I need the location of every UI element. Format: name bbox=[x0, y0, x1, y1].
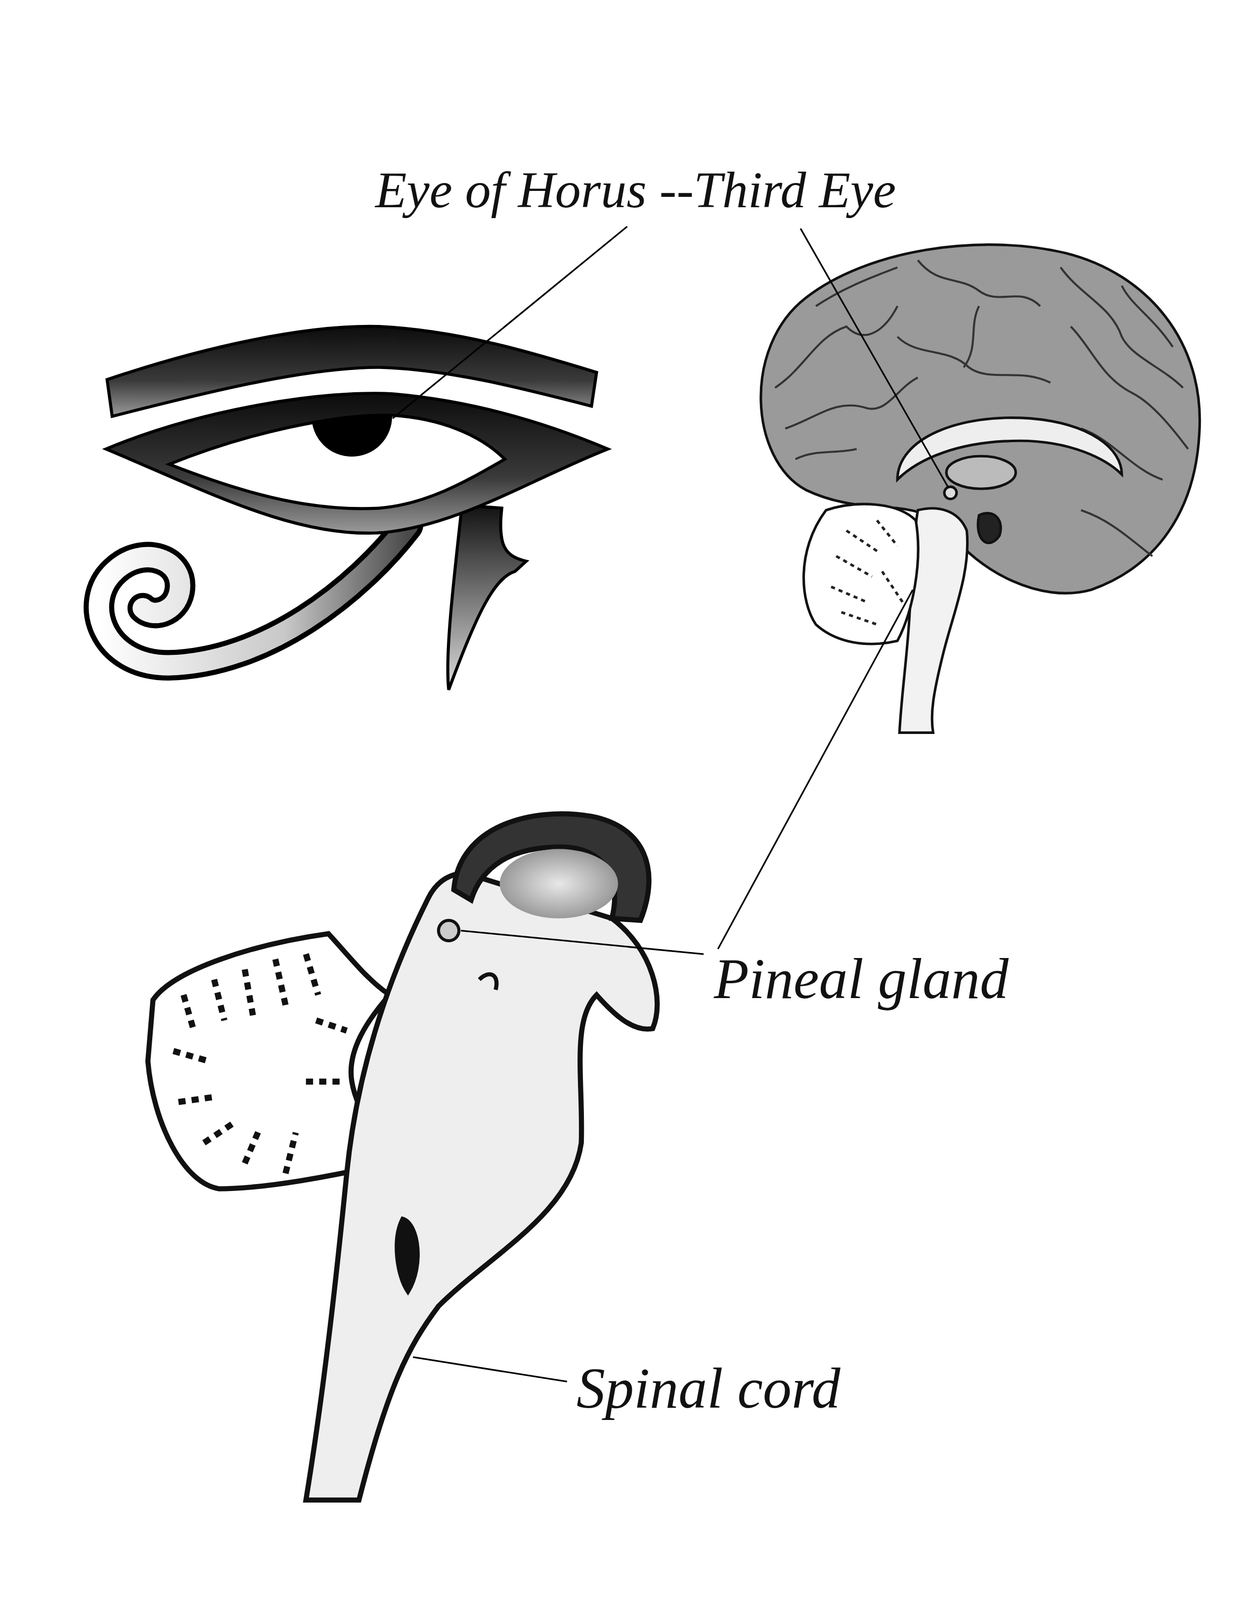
brain-section bbox=[760, 244, 1200, 733]
callout-label: Eye of Horus --Third Eye bbox=[375, 159, 896, 221]
callout-label: Pineal gland bbox=[713, 944, 1009, 1014]
eye-of-horus bbox=[98, 326, 608, 690]
callout-label: Spinal cord bbox=[576, 1353, 841, 1423]
leader-line bbox=[392, 226, 949, 1381]
